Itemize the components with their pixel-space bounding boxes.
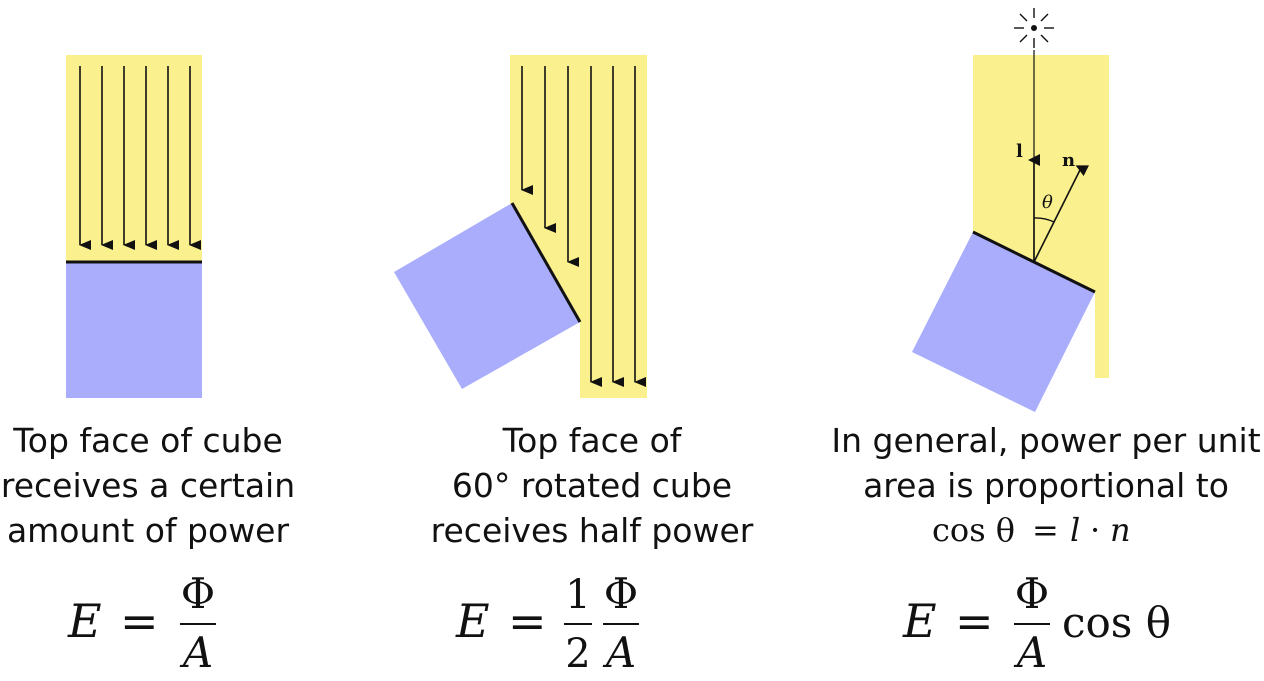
light-source-icon (1040, 34, 1049, 43)
caption-line: receives half power (431, 511, 754, 550)
light-source-icon (1031, 25, 1037, 31)
caption-line: amount of power (7, 511, 290, 550)
normal-vector-arrow (1033, 165, 1090, 263)
cube (394, 203, 580, 389)
caption-formula: cos θ = l · n (932, 511, 1131, 549)
formula-numerator: Φ (604, 569, 638, 618)
panel-straight-cube: Top face of cube receives a certain amou… (1, 55, 295, 677)
light-source-icon (1040, 13, 1049, 22)
formula-lhs: E (455, 594, 490, 648)
caption-line: In general, power per unit (831, 421, 1260, 460)
formula-equals: = (955, 594, 994, 648)
cube (66, 262, 202, 398)
angle-label: θ (1042, 192, 1053, 213)
formula-equals: = (120, 594, 159, 648)
caption: Top face of cube receives a certain amou… (1, 421, 295, 550)
formula: E = Φ A (67, 569, 216, 677)
formula-denominator: A (179, 628, 213, 677)
caption-line: Top face of cube (12, 421, 283, 460)
light-beam (973, 55, 1109, 378)
caption-formula-dot: · (1090, 511, 1100, 549)
light-rays (79, 66, 201, 250)
caption-formula-equals: = (1032, 511, 1059, 549)
formula-lhs: E (67, 594, 102, 648)
coefficient-denominator: 2 (565, 631, 590, 677)
formula-equals: = (508, 594, 547, 648)
formula: E = Φ A cos θ (902, 569, 1171, 677)
coefficient-numerator: 1 (565, 572, 590, 618)
light-source-icon (1019, 34, 1028, 43)
panel-rotated-cube: Top face of 60° rotated cube receives ha… (394, 55, 754, 677)
light-rays (521, 66, 646, 387)
light-vector-label: l (1016, 141, 1023, 162)
light-beam (66, 55, 202, 262)
caption-line: area is proportional to (863, 466, 1229, 505)
formula-numerator: Φ (181, 569, 215, 618)
formula-cos-theta: cos θ (1062, 598, 1171, 647)
caption-line: Top face of (502, 421, 683, 460)
light-source (1014, 8, 1054, 48)
panel-general-case: l n θ In general, power per unit area is… (831, 8, 1261, 677)
light-source-icon (1019, 13, 1028, 22)
cube (912, 232, 1095, 412)
caption-formula-l: l (1070, 511, 1080, 549)
formula-denominator: A (602, 628, 636, 677)
top-face-edge (510, 202, 582, 323)
normal-vector-label: n (1062, 150, 1075, 171)
angle-arc (1033, 217, 1055, 223)
caption-formula-cos: cos θ (932, 511, 1015, 549)
caption: Top face of 60° rotated cube receives ha… (431, 421, 754, 550)
formula: E = 1 2 Φ A (455, 569, 639, 677)
caption-line: receives a certain (1, 466, 295, 505)
caption-line: 60° rotated cube (452, 466, 732, 505)
formula-denominator: A (1013, 628, 1047, 677)
caption-formula-n: n (1110, 511, 1131, 549)
caption: In general, power per unit area is propo… (831, 421, 1260, 505)
formula-lhs: E (902, 594, 937, 648)
formula-numerator: Φ (1015, 569, 1049, 618)
